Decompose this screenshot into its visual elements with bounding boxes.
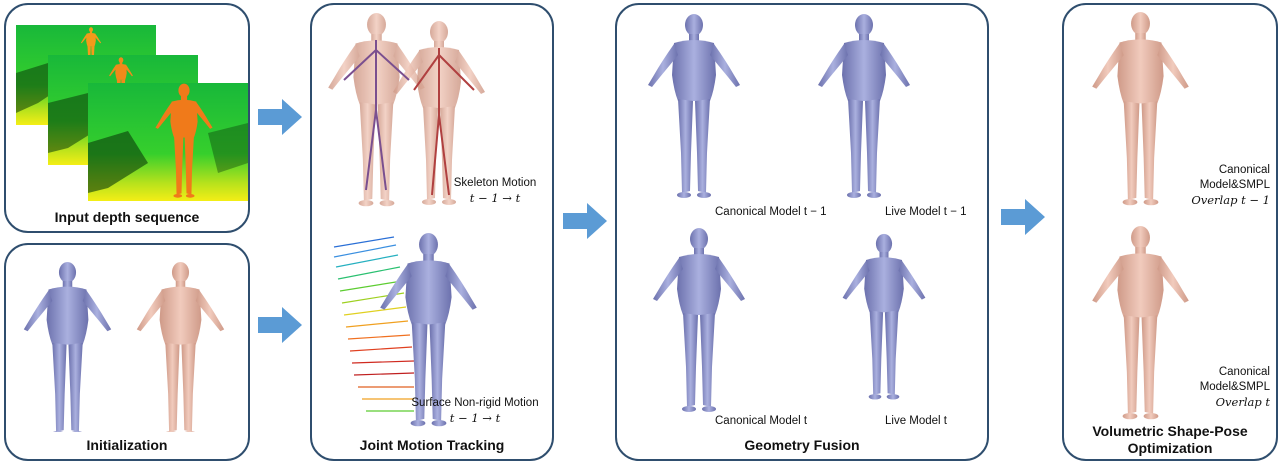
title-line: Volumetric Shape-Pose [1064,423,1276,440]
arrow-right-icon [258,99,302,135]
caption-line: Surface Non-rigid Motion [398,396,552,411]
human-mesh-icon [1092,12,1189,205]
caption-line: Canonical [1200,365,1270,380]
surface-motion-caption: Surface Non-rigid Motion t − 1 → t [398,396,552,426]
arrow-right-icon [563,203,607,239]
initialization-panel: Initialization [4,243,250,461]
depth-frame-icon [88,83,248,201]
human-mesh-icon [653,228,745,412]
joint-motion-tracking-panel: Skeleton Motion t − 1 → t Surface Non-ri… [310,3,554,461]
human-mesh-icon [648,14,740,198]
overlap-cur-caption: Canonical Model&SMPL Overlap t [1200,365,1270,410]
human-mesh-icon [137,262,224,432]
input-depth-panel: Input depth sequence [4,3,250,233]
motion-trail-icon [334,237,414,411]
caption-line: Overlap t − 1 [1191,193,1270,208]
caption-line: Canonical [1191,163,1270,178]
canonical-cur-caption: Canonical Model t [715,414,807,429]
panel-title: Geometry Fusion [617,437,987,453]
live-prev-caption: Live Model t − 1 [885,205,967,220]
overlap-prev-caption: Canonical Model&SMPL Overlap t − 1 [1191,163,1270,208]
arrow-right-icon [258,307,302,343]
human-mesh-icon [818,14,910,198]
skeleton-motion-caption: Skeleton Motion t − 1 → t [440,176,550,206]
initialization-illustration [8,257,250,432]
caption-line: Overlap t [1200,395,1270,410]
panel-title: Joint Motion Tracking [312,437,552,453]
canonical-prev-caption: Canonical Model t − 1 [715,205,827,220]
panel-title: Volumetric Shape-Pose Optimization [1064,423,1276,457]
title-line: Optimization [1064,440,1276,457]
geometry-fusion-panel: Canonical Model t − 1 Live Model t − 1 C… [615,3,989,461]
caption-line: Skeleton Motion [440,176,550,191]
human-mesh-icon [843,234,926,400]
panel-title: Input depth sequence [6,209,248,225]
caption-line: Model&SMPL [1200,380,1270,395]
caption-line: Model&SMPL [1191,178,1270,193]
panel-title: Initialization [6,437,248,453]
live-cur-caption: Live Model t [885,414,947,429]
caption-line: t − 1 → t [440,191,550,206]
human-mesh-icon [24,262,111,432]
optimization-panel: Canonical Model&SMPL Overlap t − 1 Canon… [1062,3,1278,461]
depth-frames-illustration [8,13,250,213]
arrow-right-icon [1001,199,1045,235]
human-mesh-icon [1092,226,1189,419]
caption-line: t − 1 → t [398,411,552,426]
